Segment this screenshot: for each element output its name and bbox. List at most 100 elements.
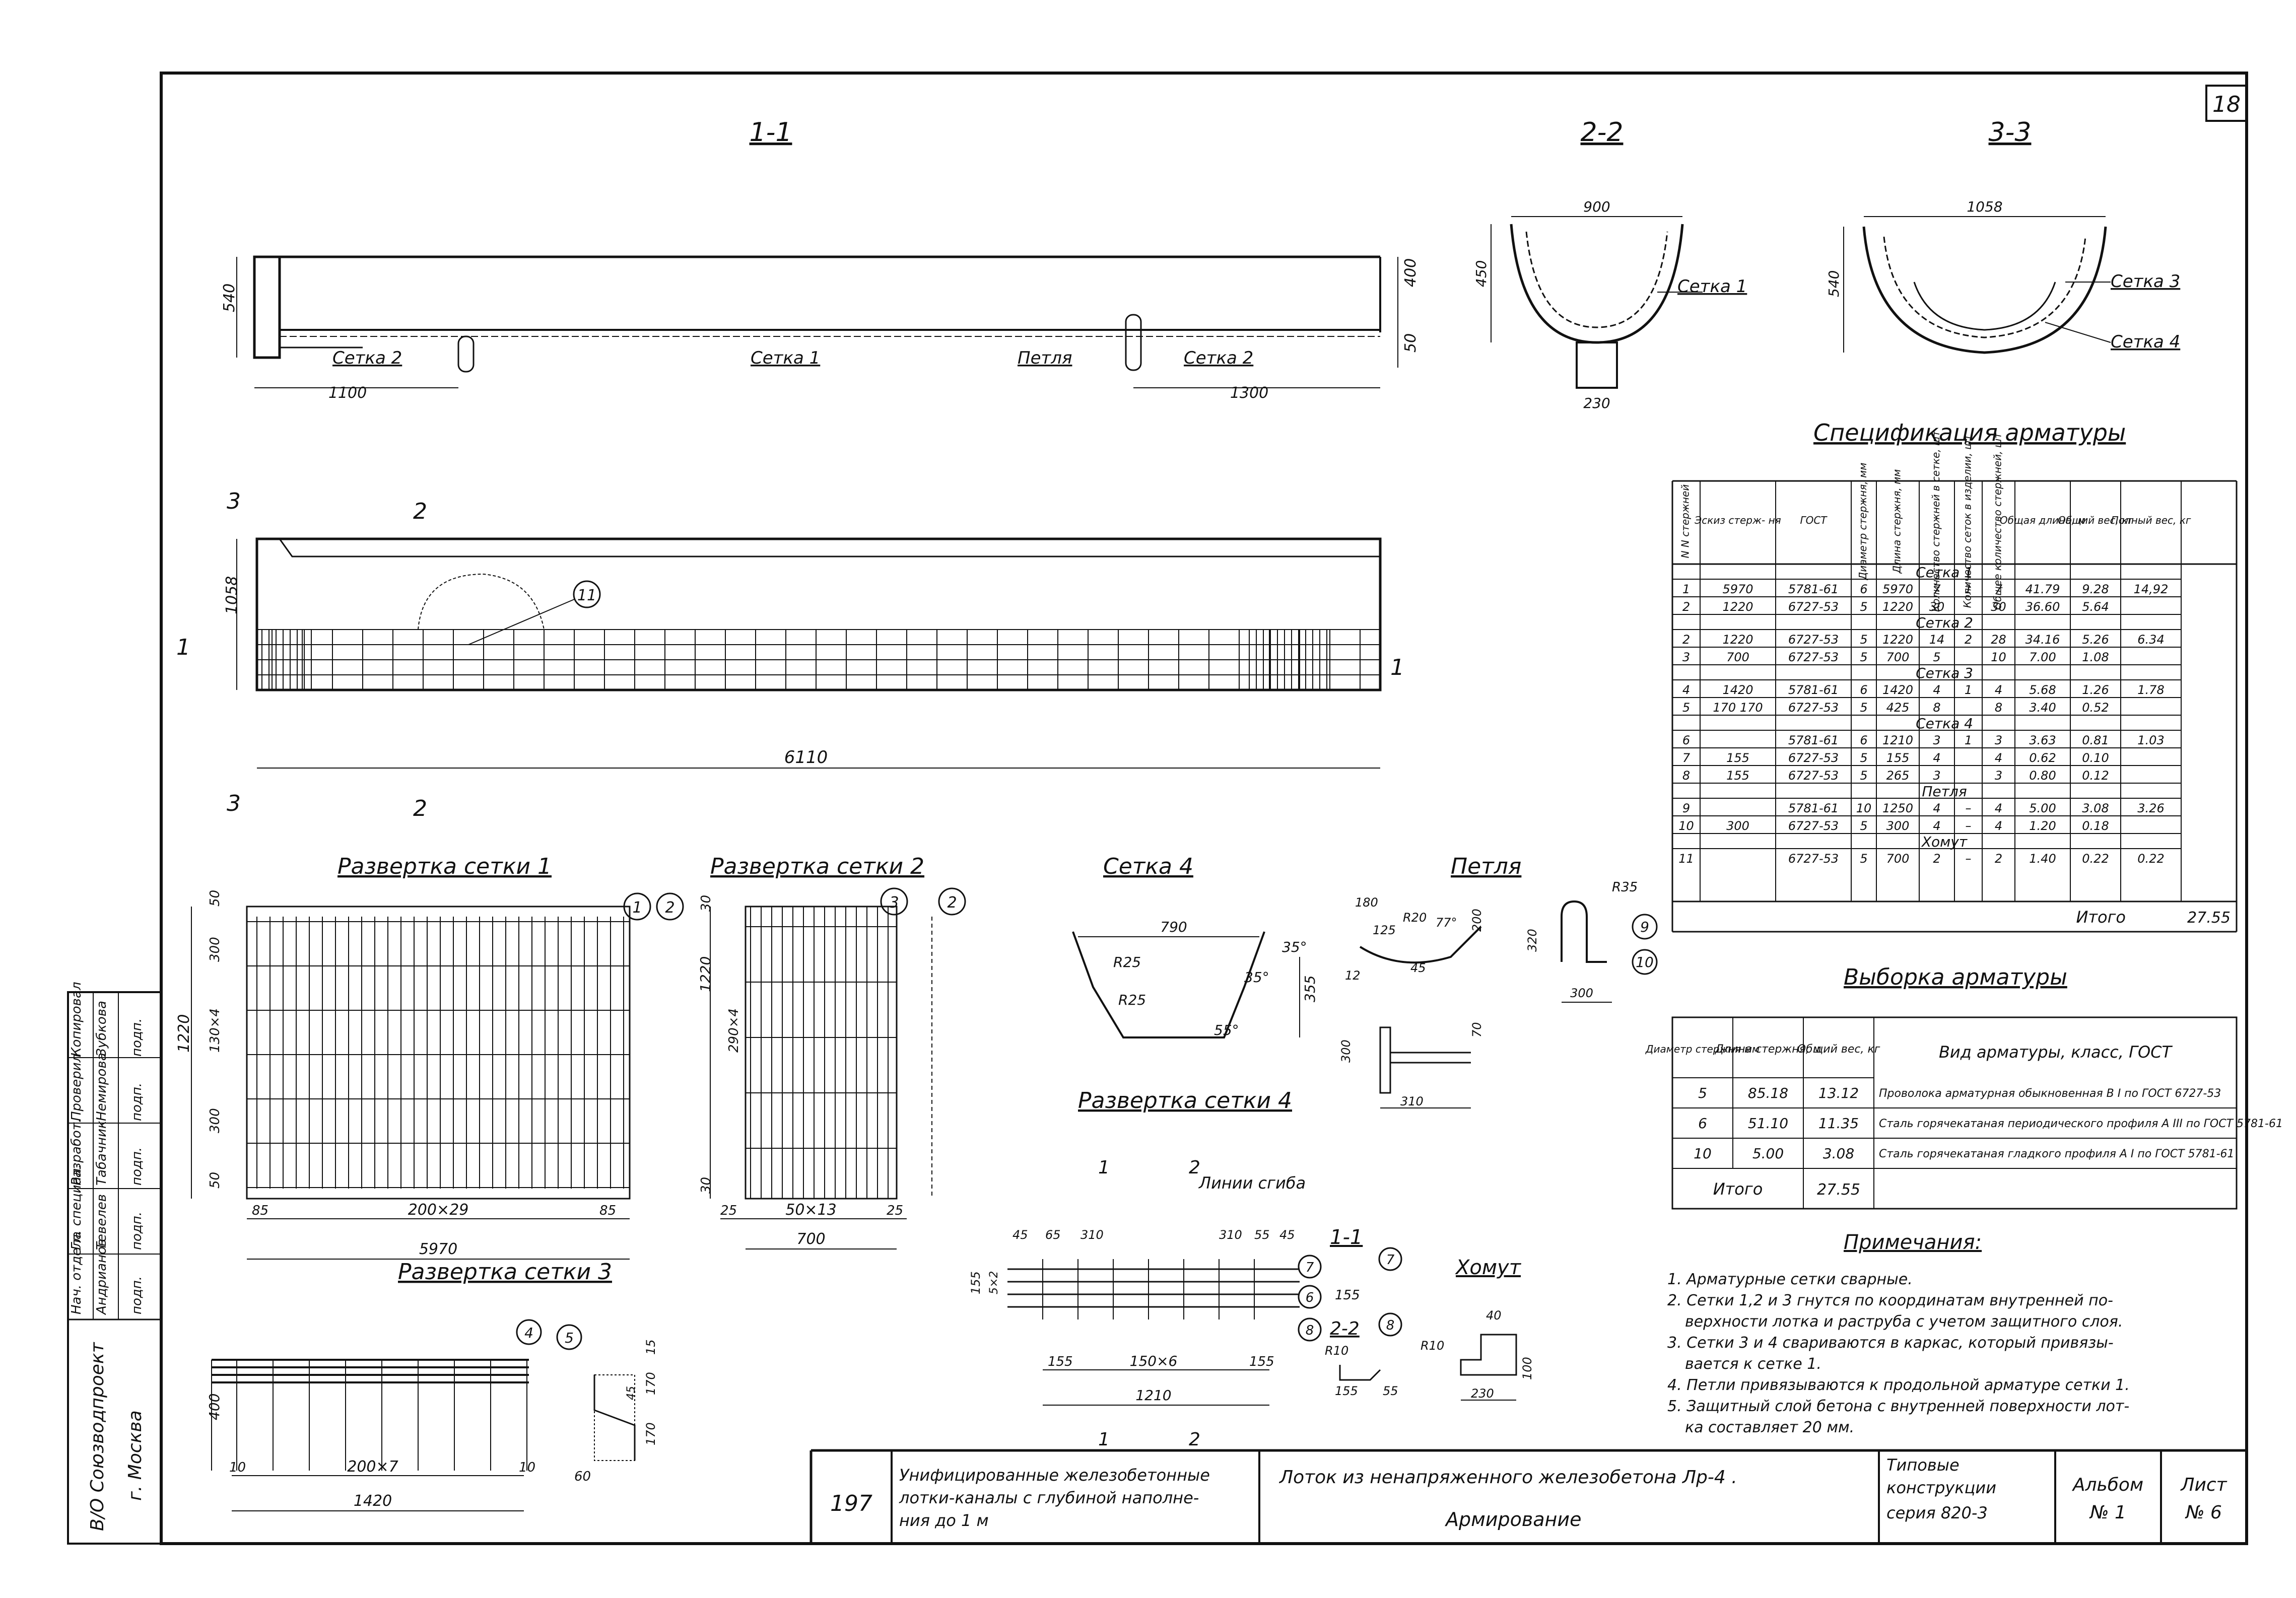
spec-cell: 7 xyxy=(1995,582,2003,596)
spec-cell: 3 xyxy=(1933,733,1940,747)
spec-cell: 8 xyxy=(1933,701,1940,715)
spec-group-g6: Хомут xyxy=(1921,833,1968,850)
mesh1-dim-130x4: 130×4 xyxy=(208,1008,223,1053)
spec-cell: 5 xyxy=(1860,852,1867,866)
spec-cell: 155 xyxy=(1726,751,1749,765)
sec22b-dim-155: 155 xyxy=(1335,1384,1358,1398)
stamp-roles-3: Проверил xyxy=(69,1054,84,1121)
clamp-r10: R10 xyxy=(1421,1339,1444,1353)
stamp-item-1: Лоток из ненапряженного железобетона Лр-… xyxy=(1278,1467,1737,1488)
notes-block: Примечания: 1. Арматурные сетки сварные.… xyxy=(1667,1231,2130,1436)
mesh3-dim-15: 15 xyxy=(644,1339,658,1355)
mesh4dev-mark-7: 7 xyxy=(1306,1260,1314,1275)
dim-1100: 1100 xyxy=(328,384,367,402)
mesh2-title: Развертка сетки 2 xyxy=(710,854,924,879)
loop-dim-300b: 300 xyxy=(1339,1039,1353,1063)
spec-title: Спецификация арматуры xyxy=(1813,419,2126,446)
loop-dim-180: 180 xyxy=(1355,895,1378,910)
sel-cell: 5.00 xyxy=(1752,1145,1784,1162)
spec-cell: 5 xyxy=(1860,769,1867,783)
spec-cell: 1.08 xyxy=(2082,650,2109,664)
note-line: ка составляет 20 мм. xyxy=(1685,1419,1854,1436)
sel-h1: Диаметр стержня мм xyxy=(1645,1043,1760,1055)
sheet-number: 18 xyxy=(2212,92,2241,117)
spec-cell: 5.64 xyxy=(2082,600,2109,614)
stamp-org-2: г. Москва xyxy=(125,1410,146,1501)
spec-cell: 1 xyxy=(1682,582,1690,596)
spec-cell: 30 xyxy=(1929,600,1945,614)
spec-group-g2: Сетка 2 xyxy=(1916,614,1973,631)
loop-dim-300: 300 xyxy=(1570,986,1593,1000)
stamp-item-2: Армирование xyxy=(1444,1508,1581,1531)
mesh3-dim-60: 60 xyxy=(574,1469,591,1484)
note-line: 3. Сетки 3 и 4 свариваются в каркас, кот… xyxy=(1667,1334,2114,1352)
clamp-title: Хомут xyxy=(1455,1256,1522,1279)
spec-cell: 5 xyxy=(1860,650,1867,664)
mesh3-development: Развертка сетки 3 4 5 400 10 200×7 10 14… xyxy=(206,1259,658,1511)
spec-cell: 3.40 xyxy=(2029,701,2056,715)
spec-group-g3: Сетка 3 xyxy=(1916,665,1973,681)
spec-cell: 5781-61 xyxy=(1788,733,1839,747)
spec-cell: 34.16 xyxy=(2025,633,2060,647)
label-setka2-left: Сетка 2 xyxy=(332,348,402,368)
mesh4dev-155v: 155 xyxy=(969,1271,983,1294)
spec-cell: 5.68 xyxy=(2029,683,2056,697)
spec-cell: 8 xyxy=(1682,769,1690,783)
spec-cell: 6 xyxy=(1860,582,1867,596)
spec-cell: 6727-53 xyxy=(1788,701,1839,715)
sel-cell: Сталь горячекатаная гладкого профиля А I… xyxy=(1879,1148,2235,1160)
spec-group-g1: Сетка 1 xyxy=(1916,564,1973,581)
spec-cell: 3.26 xyxy=(2137,801,2164,815)
dim-540-sec: 540 xyxy=(1826,270,1842,297)
mesh1-dim-200x29: 200×29 xyxy=(408,1201,469,1219)
spec-cell: 4 xyxy=(1995,801,2002,815)
dim-6110: 6110 xyxy=(784,747,828,768)
mesh4dev-65: 65 xyxy=(1045,1228,1061,1242)
mesh4dev-155a: 155 xyxy=(1048,1354,1073,1369)
label-2-2-setka1: Сетка 1 xyxy=(1677,276,1747,297)
spec-cell: 6727-53 xyxy=(1788,633,1839,647)
plan-cut-3-bottom: 3 xyxy=(227,791,241,816)
sel-total-label: Итого xyxy=(1713,1179,1763,1199)
mesh4-dim-790: 790 xyxy=(1160,919,1187,935)
spec-cell: – xyxy=(1966,819,1972,833)
dim-1058-plan: 1058 xyxy=(223,576,241,614)
plan-mark-11: 11 xyxy=(577,587,596,604)
sel-cell: 11.35 xyxy=(1818,1115,1859,1132)
spec-cell: 5.26 xyxy=(2082,633,2109,647)
mesh1-development: Развертка сетки 1 1 2 1220 50 300 130×4 … xyxy=(175,854,684,1260)
stamp-names-0: Андрианов xyxy=(94,1239,109,1315)
loop-dim-320: 320 xyxy=(1525,929,1539,952)
mesh1-dim-85b: 85 xyxy=(599,1203,616,1218)
spec-cell: 36.60 xyxy=(2025,600,2060,614)
spec-cell: 4 xyxy=(1682,683,1690,697)
loop-dim-45: 45 xyxy=(1410,961,1426,975)
spec-header-5: Количество стержней в сетке, шт xyxy=(1930,430,1942,612)
mesh4dev-title: Развертка сетки 4 xyxy=(1078,1088,1292,1114)
spec-cell: 1 xyxy=(1965,683,1972,697)
stamp-sigs-2: подп. xyxy=(129,1147,145,1186)
spec-cell: 14 xyxy=(1929,633,1945,647)
mesh3-mark-5: 5 xyxy=(565,1330,574,1346)
spec-cell: 3.08 xyxy=(2082,801,2109,815)
mesh4: Сетка 4 790 R25 R25 35° 35° 55° 355 xyxy=(1072,854,1318,1038)
spec-cell: 6727-53 xyxy=(1788,751,1839,765)
note-line: верхности лотка и раструба с учетом защи… xyxy=(1685,1313,2123,1331)
sel-cell: 3.08 xyxy=(1823,1145,1854,1162)
spec-cell: 0.22 xyxy=(2137,852,2164,866)
mesh2-dim-25a: 25 xyxy=(720,1203,737,1218)
sel-cell: 51.10 xyxy=(1748,1115,1788,1132)
spec-total: 27.55 xyxy=(2187,909,2231,927)
mesh2-dim-1220: 1220 xyxy=(697,956,714,992)
loop-mark-9: 9 xyxy=(1640,919,1649,935)
spec-cell: 6 xyxy=(1860,733,1867,747)
spec-cell: 30 xyxy=(1991,600,2006,614)
spec-cell: 5781-61 xyxy=(1788,683,1839,697)
stamp-names-3: Немирова xyxy=(94,1053,109,1121)
spec-cell: 7 xyxy=(1933,582,1941,596)
sel-cell: Проволока арматурная обыкновенная В I по… xyxy=(1879,1087,2221,1100)
label-setka3: Сетка 3 xyxy=(2111,271,2180,292)
spec-cell: 10 xyxy=(1678,819,1694,833)
sel-cell: 13.12 xyxy=(1818,1085,1859,1101)
